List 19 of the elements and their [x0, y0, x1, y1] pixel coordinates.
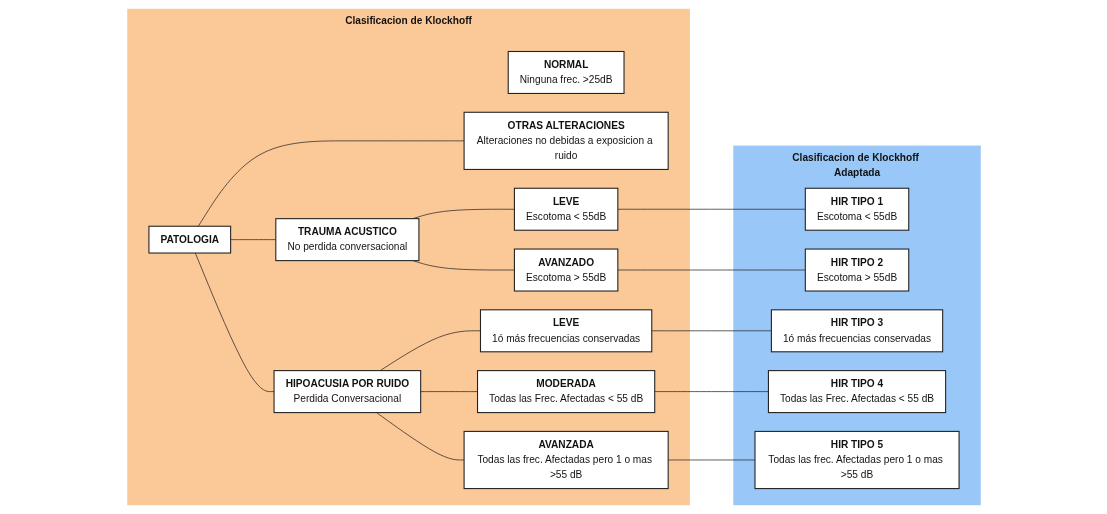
node-box: HIR TIPO 1 Escotoma < 55dB: [804, 187, 909, 231]
node-box: HIR TIPO 3 1ó más frecuencias conservadas: [770, 309, 943, 353]
node-box: AVANZADA Todas las frec. Afectadas pero 1 o mas >55 dB: [463, 430, 669, 490]
node-box: PATOLOGIA: [147, 225, 231, 254]
connector: [194, 252, 274, 392]
node-box: MODERADA Todas las Frec. Afectadas < 55 dB: [476, 370, 655, 414]
connector: [667, 459, 755, 461]
node-box: HIPOACUSIA POR RUIDO Perdida Conversacional: [273, 370, 421, 414]
node-box: HIR TIPO 4 Todas las Frec. Afectadas < 55 dB: [767, 370, 946, 414]
node-box: HIR TIPO 5 Todas las frec. Afectadas pero 1 o mas >55 dB: [753, 430, 960, 490]
connector: [197, 140, 464, 227]
node-box: TRAUMA ACUSTICO No perdida conversacional: [274, 218, 419, 262]
node-box: OTRAS ALTERACIONES Alteraciones no debidas a exposicion a ruido: [463, 111, 669, 170]
node-box: LEVE Escotoma < 55dB: [513, 187, 618, 231]
node-box: NORMAL Ninguna frec. >25dB: [507, 50, 625, 94]
connector: [375, 412, 464, 461]
node-box: AVANZADO Escotoma > 55dB: [513, 248, 618, 292]
node-box: HIR TIPO 2 Escotoma > 55dB: [804, 248, 909, 292]
node-box: LEVE 1ó más frecuencias conservadas: [479, 309, 652, 353]
